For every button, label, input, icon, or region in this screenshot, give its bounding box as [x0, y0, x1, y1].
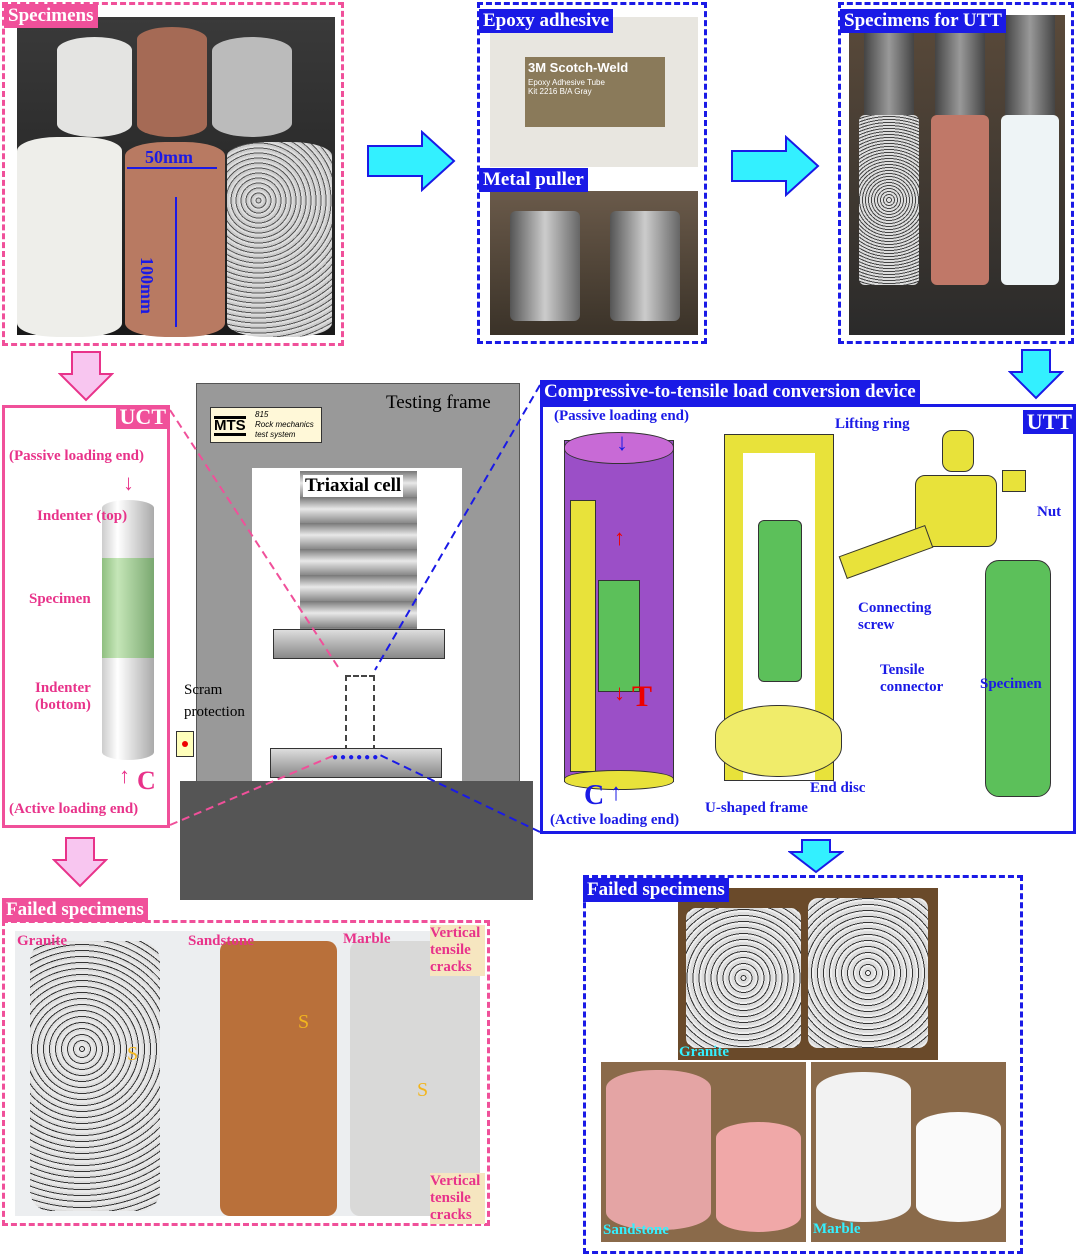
right-arrow-icon	[731, 135, 820, 197]
utt-title: UTT	[1022, 410, 1076, 434]
epoxy-product-sub: Epoxy Adhesive Tube Kit 2216 B/A Gray	[528, 78, 605, 96]
cracks-top-label: Vertical tensile cracks	[430, 925, 485, 976]
down-arrow-icon	[52, 837, 108, 888]
device-c-label: C	[584, 780, 605, 811]
uct-title: UCT	[115, 405, 170, 429]
testing-frame-title: Testing frame	[386, 392, 491, 413]
testing-frame: MTS 815 Rock mechanics test system Testi…	[176, 383, 533, 900]
triaxial-cell-label: Triaxial cell	[303, 475, 404, 497]
specimen-label: Specimen	[29, 591, 91, 607]
indenter-bottom-label: Indenter (bottom)	[35, 680, 91, 713]
lifting-ring-label: Lifting ring	[835, 416, 910, 432]
epoxy-product: 3M Scotch-Weld	[528, 60, 629, 75]
nut	[1002, 470, 1026, 492]
connecting-screw-label: Connecting screw	[858, 600, 932, 633]
uct-panel: UCT (Passive loading end) Indenter (top)…	[2, 405, 170, 828]
device-active-label: (Active loading end)	[550, 812, 680, 828]
utt-specimens-title: Specimens for UTT	[840, 9, 1006, 33]
nut-label: Nut	[1037, 504, 1062, 520]
down-arrow-icon	[788, 839, 844, 874]
shear-label: S	[127, 1043, 139, 1065]
failed-utt-panel: Granite Sandstone Marble	[583, 875, 1023, 1254]
indenter-top-label: Indenter (top)	[37, 508, 128, 524]
device-title: Compressive-to-tensile load conversion d…	[540, 380, 920, 404]
utt-specimens-panel: Specimens for UTT	[838, 2, 1074, 344]
failed-uct-panel: Granite Sandstone Marble Vertical tensil…	[2, 920, 490, 1226]
uct-c-label: C	[137, 766, 156, 795]
sandstone-label: Sandstone	[188, 933, 254, 949]
marble-cylinder	[17, 137, 122, 337]
uct-active-label: (Active loading end)	[9, 801, 139, 817]
shear-label: S	[298, 1011, 310, 1033]
tensile-connector-label: Tensile connector	[880, 662, 944, 695]
granite-cylinder	[227, 142, 332, 337]
shear-label: S	[417, 1079, 429, 1101]
epoxy-panel: 3M Scotch-Weld Epoxy Adhesive Tube Kit 2…	[477, 2, 707, 344]
failed-utt-title: Failed specimens	[583, 878, 729, 902]
failed-sandstone-photo	[601, 1062, 806, 1242]
device-passive-label: (Passive loading end)	[554, 408, 690, 424]
uct-passive-label: (Passive loading end)	[9, 448, 145, 464]
granite-label: Granite	[17, 933, 67, 949]
device-panel: Compressive-to-tensile load conversion d…	[540, 380, 1078, 836]
epoxy-photo: 3M Scotch-Weld Epoxy Adhesive Tube Kit 2…	[490, 17, 698, 167]
mts-desc: Rock mechanics test system	[255, 420, 314, 439]
diameter-label: 50mm	[145, 147, 193, 167]
u-frame-label: U-shaped frame	[705, 800, 808, 816]
scram-protection-label: Scram protection	[184, 682, 245, 720]
failed-marble-photo	[811, 1062, 1006, 1242]
utt-granite-label: Granite	[679, 1044, 729, 1060]
marble-label: Marble	[343, 931, 391, 947]
mts-badge: MTS 815 Rock mechanics test system	[210, 407, 322, 443]
end-disc-label: End disc	[810, 780, 866, 796]
cracks-bottom-label: Vertical tensile cracks	[430, 1173, 485, 1224]
right-arrow-icon	[367, 130, 456, 192]
utt-marble-label: Marble	[813, 1221, 861, 1237]
mts-model: 815	[255, 410, 269, 419]
specimens-title: Specimens	[4, 4, 98, 28]
epoxy-title: Epoxy adhesive	[479, 9, 614, 33]
metal-puller-title: Metal puller	[479, 168, 588, 192]
down-arrow-icon	[58, 351, 114, 402]
height-label: 100mm	[137, 257, 157, 314]
mts-logo: MTS	[214, 416, 246, 436]
utt-specimens-photo	[849, 15, 1065, 335]
lifting-ring	[942, 430, 974, 472]
specimens-panel: 50mm 100mm Specimens	[2, 2, 344, 346]
device-specimen-label: Specimen	[980, 676, 1042, 692]
device-t-label: T	[632, 680, 653, 713]
scram-button[interactable]	[176, 731, 194, 757]
metal-puller-photo	[490, 191, 698, 335]
down-arrow-icon	[1008, 349, 1064, 400]
failed-granite-photo	[678, 888, 938, 1060]
failed-uct-photo	[15, 931, 480, 1216]
failed-uct-title: Failed specimens	[2, 898, 148, 922]
utt-sandstone-label: Sandstone	[603, 1222, 669, 1238]
specimens-photo: 50mm 100mm	[17, 17, 335, 337]
